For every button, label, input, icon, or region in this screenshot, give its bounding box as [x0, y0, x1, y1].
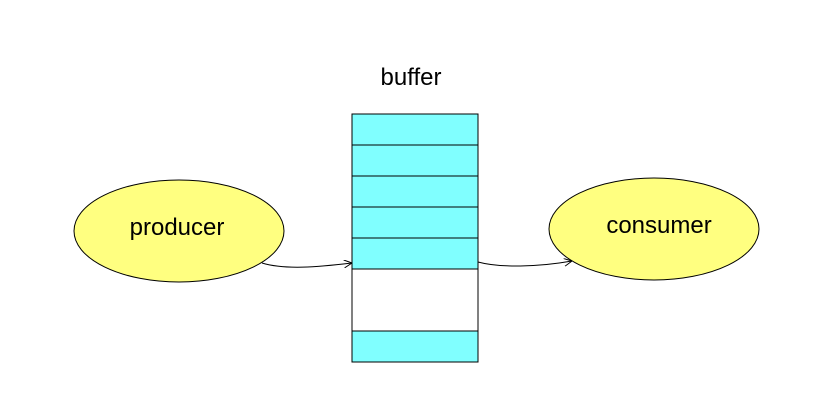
- buffer-label: buffer: [381, 64, 442, 91]
- buffer-slot-filled: [351, 330, 479, 363]
- producer-label: producer: [130, 214, 225, 241]
- buffer-slot-filled: [351, 144, 479, 177]
- consumer-label: consumer: [606, 212, 711, 239]
- producer-ellipse: [73, 179, 285, 283]
- producer-to-buffer-arrow: [261, 263, 352, 267]
- producer-node: producer: [73, 179, 285, 283]
- buffer-slot-filled: [351, 206, 479, 239]
- buffer-to-consumer-arrow: [477, 261, 572, 267]
- consumer-node: consumer: [548, 177, 760, 281]
- buffer-slot-filled: [351, 237, 479, 270]
- buffer-slot-filled: [351, 175, 479, 208]
- buffer: [351, 113, 479, 363]
- consumer-ellipse: [548, 177, 760, 281]
- buffer-slot-filled: [351, 113, 479, 146]
